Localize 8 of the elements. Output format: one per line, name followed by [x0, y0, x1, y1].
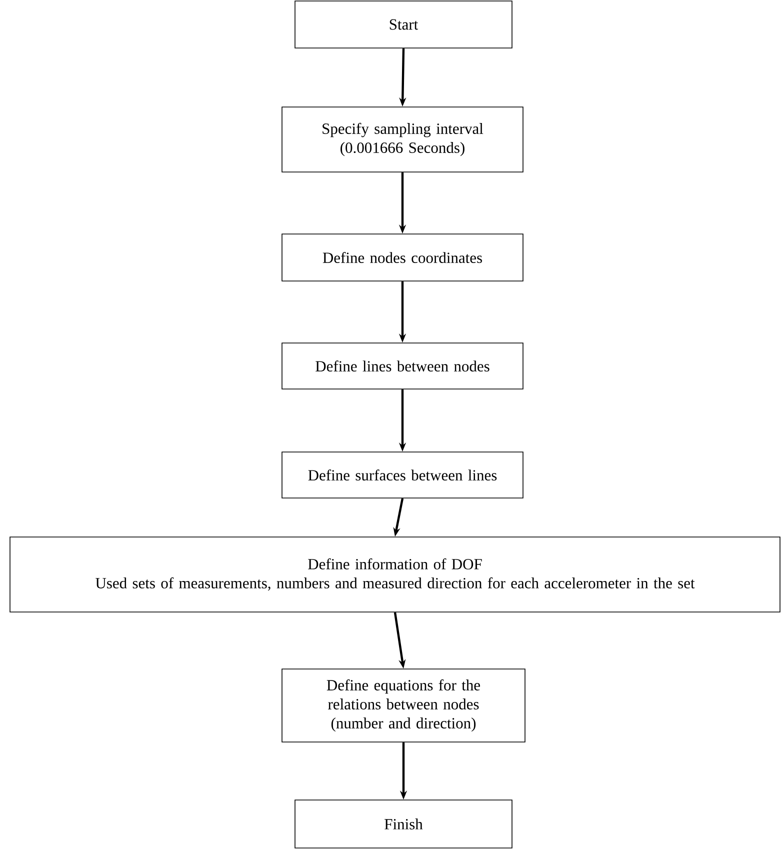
process-box: Specify sampling interval (0.001666 Seconds) — [282, 106, 524, 172]
process-box: Define equations for the relations between nodes (number and direction) — [282, 668, 526, 742]
process-box: Define lines between nodes — [282, 342, 524, 390]
process-box: Define information of DOF Used sets of measurements, numbers and measured direction for each accelerometer in the set — [10, 536, 780, 612]
process-box: Finish — [294, 800, 512, 848]
process-box: Start — [294, 0, 512, 48]
process-box: Define nodes coordinates — [282, 234, 524, 282]
process-box: Define surfaces between lines — [282, 452, 524, 498]
